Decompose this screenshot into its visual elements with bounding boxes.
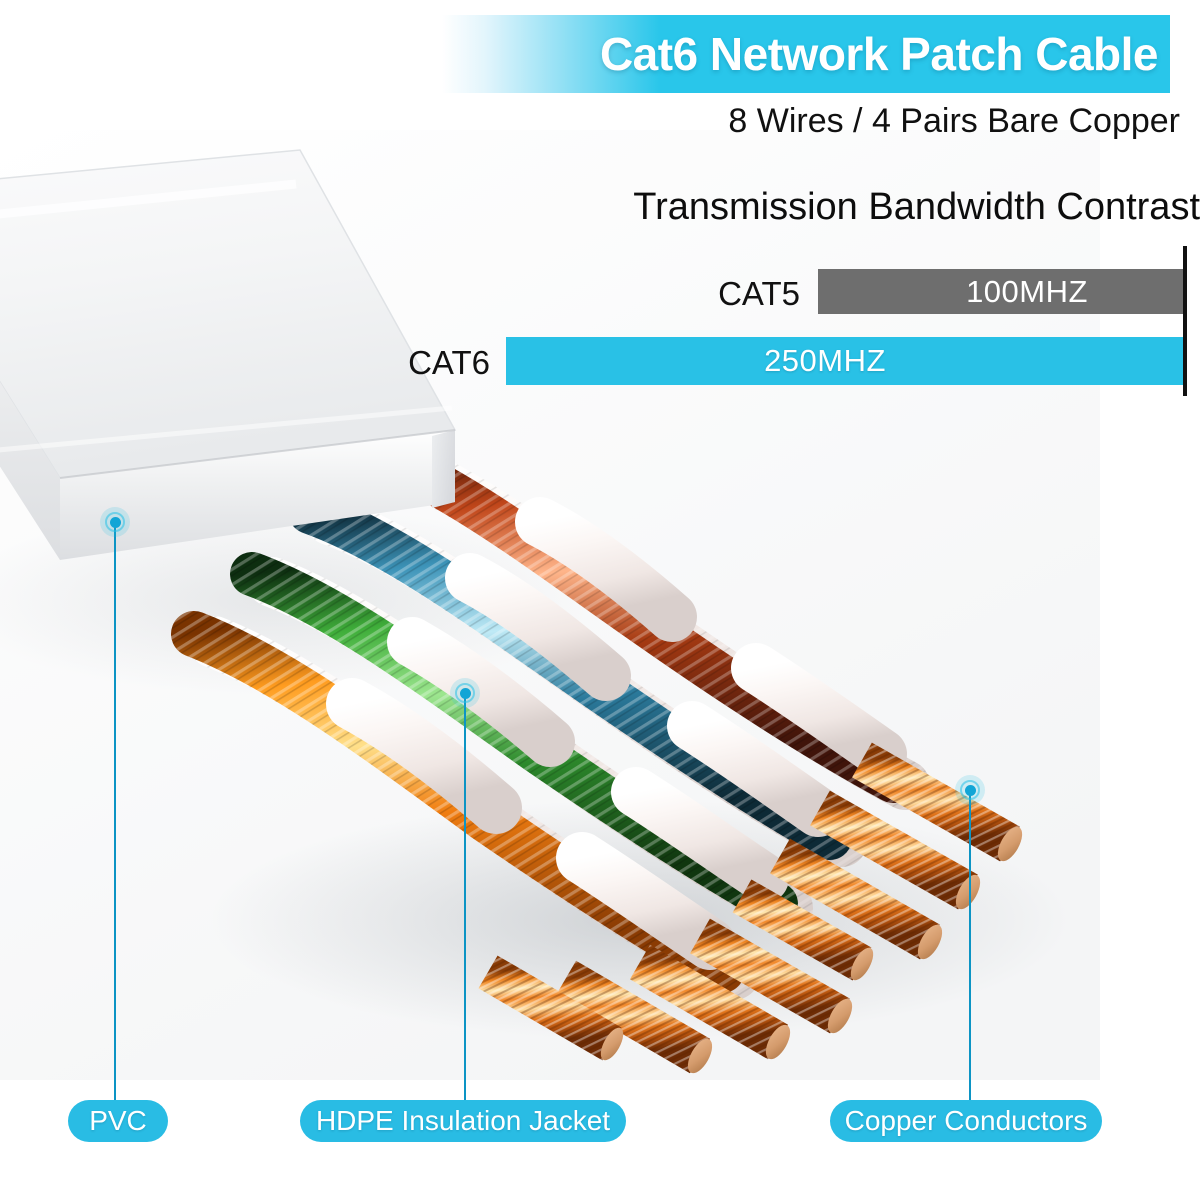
bar-cat5: 100MHZ xyxy=(818,269,1184,314)
copper-strand xyxy=(810,790,981,910)
chart-axis-line xyxy=(1183,246,1187,396)
pvc-jacket xyxy=(0,149,457,560)
pair-orange xyxy=(171,611,760,1000)
bar-value-cat5: 100MHZ xyxy=(966,273,1088,309)
copper-strand xyxy=(478,955,624,1061)
pair-green xyxy=(230,552,813,933)
bar-value-cat6: 250MHZ xyxy=(764,343,886,378)
twisted-pair-bundle xyxy=(171,430,930,1000)
callout-label-copper: Copper Conductors xyxy=(830,1100,1102,1142)
pair-blue xyxy=(288,490,867,867)
callout-dot-hdpe xyxy=(450,678,480,708)
callout-line-copper xyxy=(969,790,971,1100)
copper-strand xyxy=(852,742,1023,862)
copper-strand xyxy=(770,838,943,960)
bar-label-cat6: CAT6 xyxy=(408,344,490,381)
copper-conductors xyxy=(478,742,1023,1074)
bar-label-cat5: CAT5 xyxy=(718,275,800,312)
callout-line-hdpe xyxy=(464,693,466,1100)
copper-strand xyxy=(732,879,874,981)
copper-strand xyxy=(629,944,791,1060)
chart-title: Transmission Bandwidth Contrast xyxy=(633,186,1200,228)
copper-strand xyxy=(555,960,713,1074)
callout-dot-pvc xyxy=(100,507,130,537)
callout-label-pvc: PVC xyxy=(68,1100,168,1142)
callout-line-pvc xyxy=(114,522,116,1100)
title-banner: Cat6 Network Patch Cable xyxy=(442,15,1170,93)
copper-strand xyxy=(690,918,853,1034)
bar-cat6: 250MHZ xyxy=(506,337,1184,385)
subtitle: 8 Wires / 4 Pairs Bare Copper xyxy=(728,102,1180,140)
page-title: Cat6 Network Patch Cable xyxy=(599,28,1159,80)
callout-label-hdpe: HDPE Insulation Jacket xyxy=(300,1100,626,1142)
callout-dot-copper xyxy=(955,775,985,805)
